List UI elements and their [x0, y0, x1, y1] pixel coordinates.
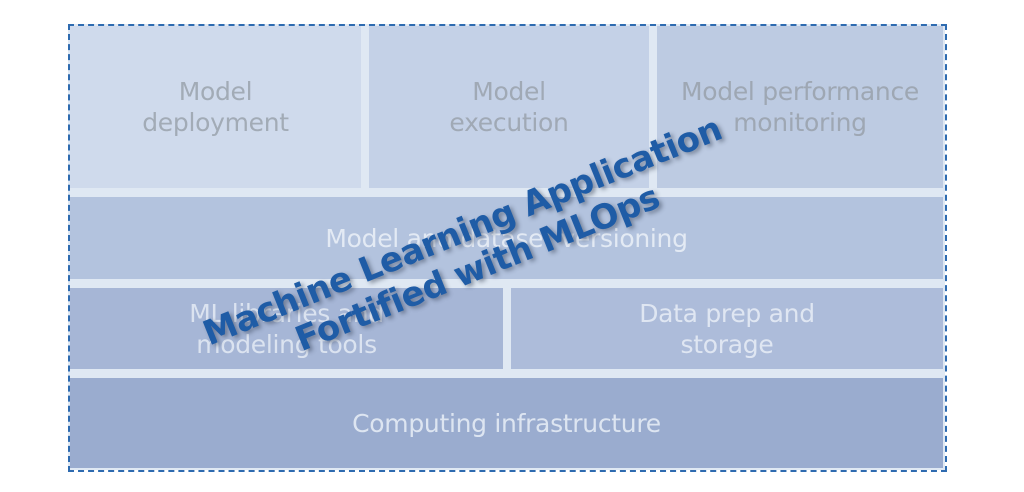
block-label-line1: Model — [178, 77, 253, 106]
block-label-line2: modeling tools — [196, 329, 377, 359]
block-computing-infrastructure: Computing infrastructure — [70, 378, 943, 468]
block-label-line2: storage — [680, 329, 774, 359]
block-data-prep-storage: Data prep and storage — [511, 288, 943, 369]
block-label-line2: monitoring — [733, 108, 867, 137]
block-model-deployment: Model deployment — [70, 26, 361, 188]
block-label-line1: Model performance — [680, 77, 919, 106]
block-model-execution: Model execution — [369, 26, 649, 188]
block-label-line1: Data prep and — [639, 298, 815, 328]
block-label-line1: Computing infrastructure — [352, 408, 661, 438]
block-ml-libraries: ML libraries and modeling tools — [70, 288, 503, 369]
block-label-line1: Model and dataset versioning — [325, 223, 688, 253]
block-model-performance-monitoring: Model performance monitoring — [657, 26, 943, 188]
block-label-line2: execution — [449, 108, 569, 137]
block-label-line1: Model — [472, 77, 546, 106]
block-label-line1: ML libraries and — [189, 298, 384, 328]
block-model-dataset-versioning: Model and dataset versioning — [70, 197, 943, 279]
block-label-line2: deployment — [142, 108, 289, 137]
